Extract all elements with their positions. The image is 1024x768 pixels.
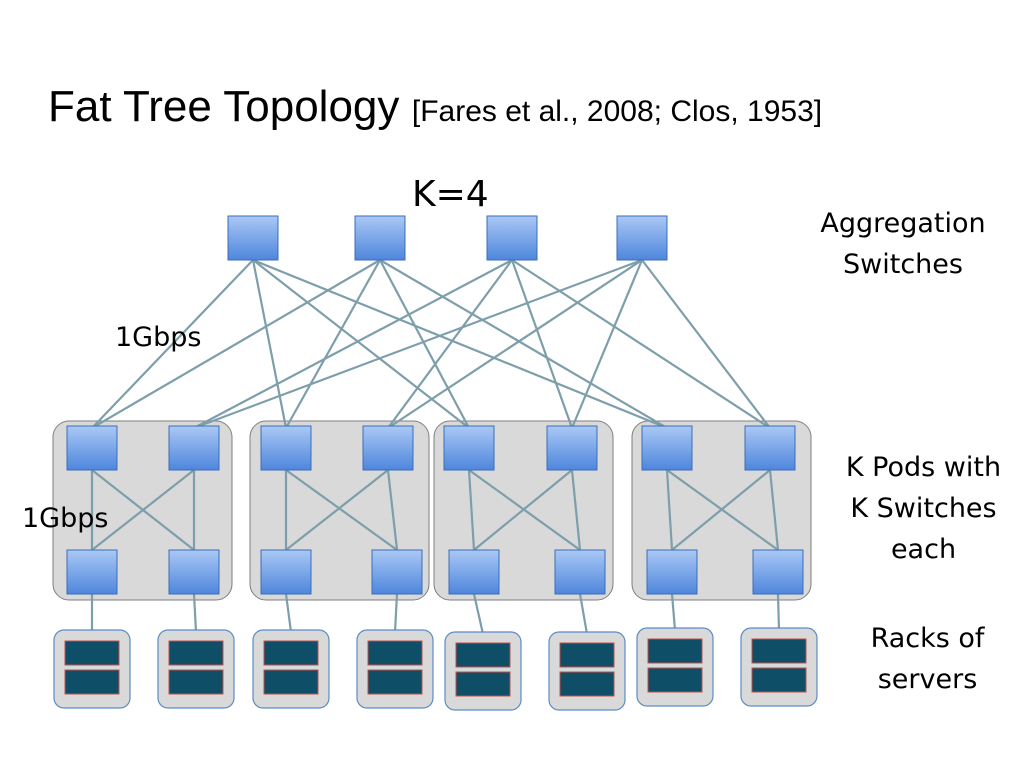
server [559,642,615,668]
links-layer [90,258,781,635]
core-link [285,259,381,429]
pod-lower-switch [646,549,698,595]
pod-link [570,469,582,551]
server [263,640,319,666]
racks-label: Racks of servers [870,623,985,695]
server [367,640,423,666]
aggregation-switch [616,215,668,261]
pods-label: K Pods with K Switches each [845,452,1002,565]
core-link [510,259,574,429]
core-link [387,259,513,429]
core-link-speed-label: 1Gbps [115,322,202,353]
pod-lower-switch [371,549,423,595]
core-link [570,259,644,429]
pod-upper-switch [744,425,796,471]
k-label: K=4 [412,174,489,215]
server [168,669,224,695]
pod-link [665,469,674,551]
pod-lower-switch [66,549,118,595]
pod-lower-switch [168,549,220,595]
pod-link [91,469,195,551]
rack-link [670,593,677,631]
pod-link-speed-label: 1Gbps [22,503,109,534]
pod-upper-switch [260,425,312,471]
racks-layer [53,627,818,711]
rack-link [578,593,589,635]
core-link [91,259,381,429]
rack-link [284,593,293,633]
server [751,667,807,693]
core-link [251,259,288,429]
server [64,640,120,666]
pod-upper-switch [443,425,495,471]
pod-upper-switch [362,425,414,471]
pod-upper-switch [641,425,693,471]
core-link [193,259,513,429]
core-link [193,258,643,430]
pod-link [467,469,476,551]
rack-link [776,593,781,631]
pod-lower-switch [554,549,606,595]
pod-link [768,469,780,551]
server [559,671,615,697]
core-link [641,259,771,429]
pod-link [285,469,389,551]
pod-lower-switch [260,549,312,595]
rack-link [192,593,198,633]
core-link [379,259,668,429]
pod-link [671,469,771,551]
server [647,667,703,693]
core-link [379,259,470,429]
server [751,638,807,664]
slide-title: Fat Tree Topology [Fares et al., 2008; C… [48,82,822,132]
server [64,669,120,695]
pod-lower-switch [448,549,500,595]
core-link [252,258,668,430]
aggregation-switch [227,215,279,261]
pod-upper-switch [168,425,220,471]
pod-link [473,469,573,551]
core-link [252,259,470,429]
core-link [387,259,643,429]
switches-layer [66,215,804,595]
title-main: Fat Tree Topology [48,82,400,131]
pod-upper-switch [66,425,118,471]
aggregation-switch [486,215,538,261]
title-citation: [Fares et al., 2008; Clos, 1953] [411,95,823,128]
server [367,669,423,695]
core-link [511,259,771,429]
pod-link [285,469,398,551]
server [455,671,511,697]
server [168,640,224,666]
server [455,642,511,668]
pod-lower-switch [752,549,804,595]
core-link [91,259,254,429]
rack-link [393,593,399,633]
pod-link [386,469,399,551]
rack-link [472,593,485,635]
aggregation-switch [354,215,406,261]
server [263,669,319,695]
pod-upper-switch [546,425,598,471]
server [647,638,703,664]
aggregation-switches-label: Aggregation Switches [820,208,986,280]
